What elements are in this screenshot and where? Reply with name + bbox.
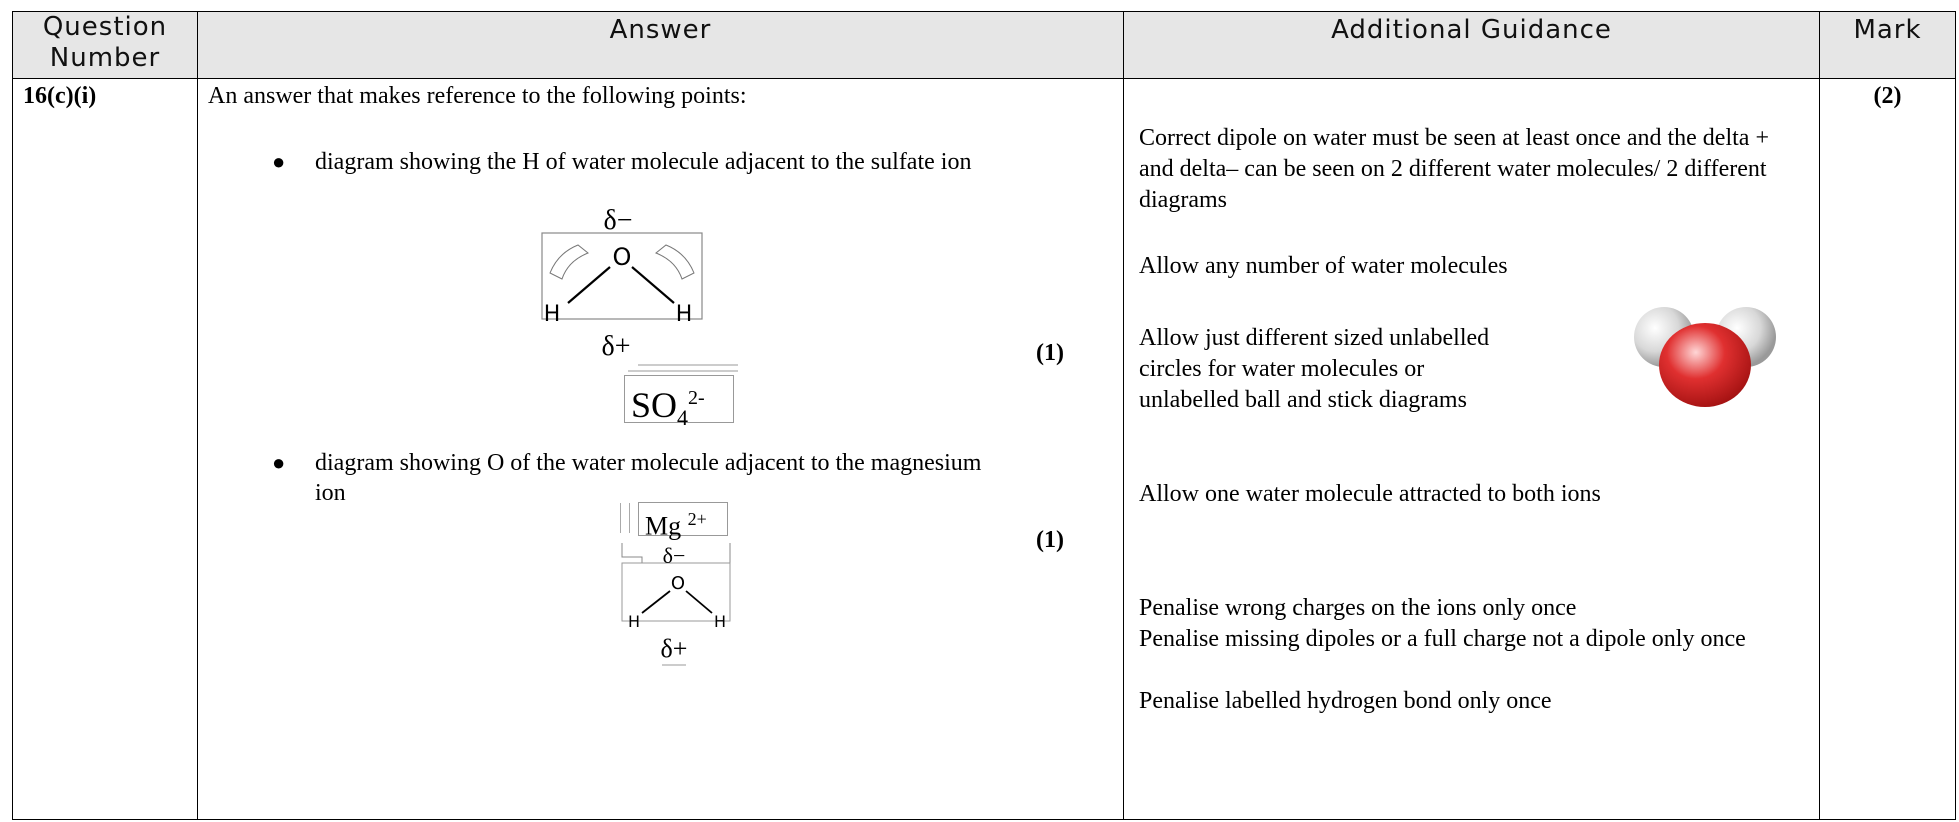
mark-scheme-table: Question Number Answer Additional Guidan… (12, 11, 1956, 820)
header-row: Question Number Answer Additional Guidan… (12, 11, 1956, 79)
water-molecule-model-icon (1634, 307, 1776, 407)
delta-plus-label: δ+ (661, 634, 688, 663)
sulfate-ion-box: SO42- (624, 375, 734, 430)
water-sulfate-diagram: δ− O H H δ+ (541, 205, 738, 372)
header-additional-guidance: Additional Guidance (1123, 11, 1820, 79)
oh-bond-right (685, 590, 713, 614)
bullet-1-text: diagram showing the H of water molecule … (315, 149, 972, 175)
hydrogen-left-label: H (544, 302, 561, 327)
guidance-one-molecule: Allow one water molecule attracted to bo… (1139, 481, 1601, 507)
magnesium-ion-symbol: Mg (645, 511, 682, 541)
hydrogen-right-label: H (676, 302, 693, 327)
delta-plus-label: δ+ (602, 331, 631, 362)
bullet-2-text: diagram showing O of the water molecule … (315, 450, 982, 506)
magnesium-ion-box: Mg 2+ (638, 502, 728, 541)
delta-minus-label: δ− (604, 205, 633, 236)
header-mark: Mark (1819, 11, 1956, 79)
oh-bond-left (567, 266, 611, 304)
bullet-icon: ● (272, 149, 286, 174)
sulfate-ion-subscript: 4 (677, 405, 689, 431)
hydrogen-left-label: H (628, 612, 640, 631)
bullet-icon: ● (272, 450, 286, 475)
answer-cell: An answer that makes reference to the fo… (197, 78, 1124, 820)
water-magnesium-diagram: δ− O H H δ+ (621, 543, 731, 666)
oxygen-label: O (613, 243, 632, 271)
hydrogen-right-label: H (714, 612, 726, 631)
bullet-1-mark: (1) (1036, 340, 1064, 366)
oxygen-label: O (671, 573, 685, 594)
guidance-any-number: Allow any number of water molecules (1139, 253, 1508, 279)
oh-bond-right (631, 266, 675, 304)
header-answer: Answer (197, 11, 1124, 79)
guidance-missing-dipoles: Penalise missing dipoles or a full charg… (1139, 626, 1746, 652)
delta-minus-label: δ− (663, 543, 686, 568)
sulfate-ion-symbol: SO (631, 385, 678, 425)
guidance-wrong-charges: Penalise wrong charges on the ions only … (1139, 595, 1577, 621)
header-question-number: Question Number (12, 11, 198, 79)
sulfate-ion-charge: 2- (688, 387, 705, 409)
question-number-cell: 16(c)(i) (12, 78, 198, 820)
guidance-circles: Allow just different sized unlabelled ci… (1139, 325, 1490, 413)
guidance-hydrogen-bond: Penalise labelled hydrogen bond only onc… (1139, 688, 1552, 714)
bullet-2-mark: (1) (1036, 527, 1064, 553)
oh-bond-left (641, 590, 671, 614)
total-mark: (2) (1873, 83, 1902, 109)
guidance-dipole: Correct dipole on water must be seen at … (1139, 125, 1769, 213)
magnesium-ion-charge: 2+ (687, 509, 707, 529)
guidance-cell: Correct dipole on water must be seen at … (1123, 78, 1820, 820)
question-number: 16(c)(i) (23, 83, 97, 109)
answer-intro: An answer that makes reference to the fo… (208, 83, 747, 109)
question-row: 16(c)(i) An answer that makes reference … (12, 78, 1956, 820)
mark-cell: (2) (1819, 78, 1956, 820)
